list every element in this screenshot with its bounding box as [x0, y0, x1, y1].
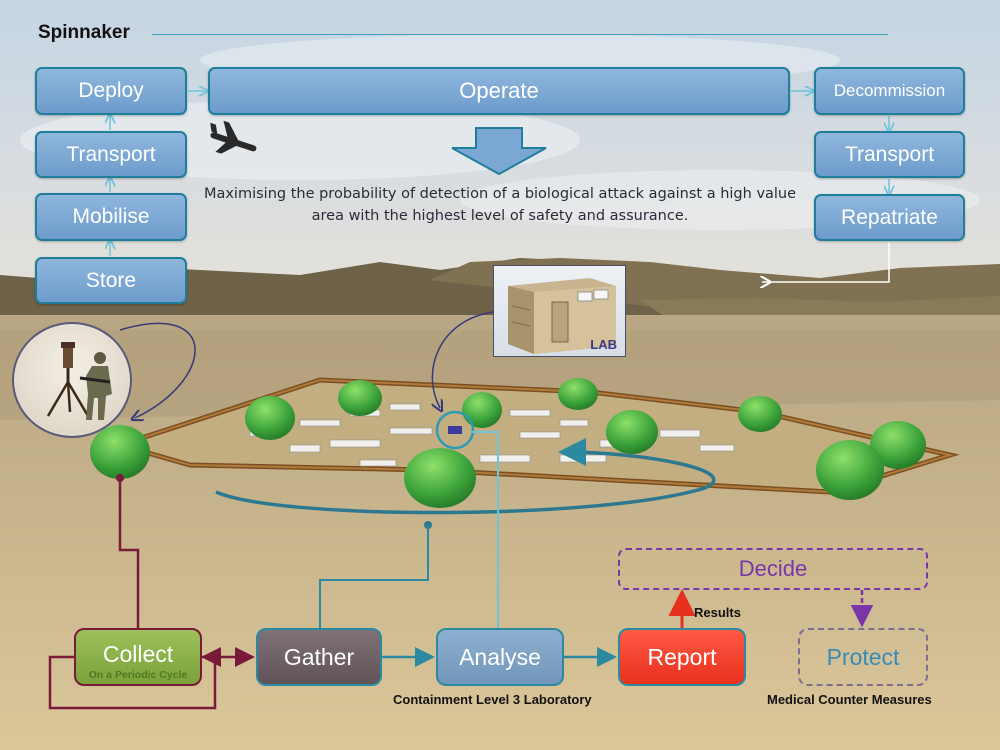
- sensor-soldier-icon: [46, 342, 112, 420]
- collect-box: Collect On a Periodic Cycle: [74, 628, 202, 686]
- protect-box: Protect: [798, 628, 928, 686]
- deploy-box: Deploy: [35, 67, 187, 115]
- lab-photo: LAB: [493, 265, 626, 357]
- decide-box: Decide: [618, 548, 928, 590]
- objective-text: Maximising the probability of detection …: [203, 186, 797, 224]
- camp-buildings: [249, 403, 735, 467]
- lab-caption: Containment Level 3 Laboratory: [393, 692, 592, 707]
- lab-marker: [448, 426, 462, 434]
- repatriate-box: Repatriate: [814, 194, 965, 241]
- transport-right-box: Transport: [814, 131, 965, 178]
- lab-label: LAB: [590, 337, 617, 352]
- mcm-caption: Medical Counter Measures: [767, 692, 932, 707]
- report-box: Report: [618, 628, 746, 686]
- analyse-box: Analyse: [436, 628, 564, 686]
- gather-box: Gather: [256, 628, 382, 686]
- operate-box: Operate: [208, 67, 790, 115]
- sensor-soldier-photo: [12, 322, 132, 438]
- transport-left-box: Transport: [35, 131, 187, 178]
- collect-label: Collect: [102, 641, 174, 667]
- title-rule: [152, 34, 888, 35]
- store-box: Store: [35, 257, 187, 304]
- decommission-box: Decommission: [814, 67, 965, 115]
- page-title: Spinnaker: [38, 22, 130, 43]
- lab-container-icon: [508, 278, 616, 354]
- mobilise-box: Mobilise: [35, 193, 187, 241]
- results-label: Results: [694, 605, 741, 620]
- collect-sublabel: On a Periodic Cycle: [88, 669, 188, 681]
